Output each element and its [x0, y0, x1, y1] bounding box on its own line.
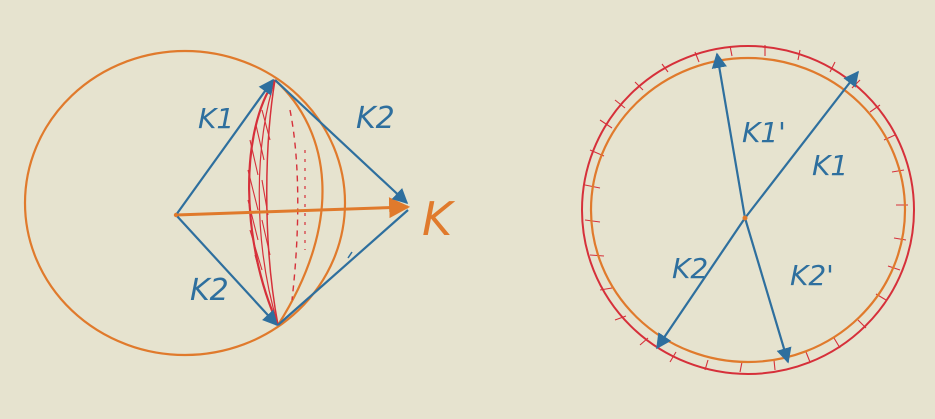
- k2-right-vector: [274, 79, 409, 205]
- left-center-dot: [173, 212, 179, 218]
- k2-vector: [656, 217, 746, 350]
- label-k2-prime: K2': [790, 259, 834, 292]
- left-tick-mark: [347, 251, 353, 259]
- k1-vector: [175, 78, 274, 216]
- left-diagram: K1 K2 K2 K: [23, 49, 456, 357]
- K-vector: [175, 197, 411, 219]
- label-k2-bottom: K2: [190, 273, 229, 308]
- label-k2-right: K2: [356, 101, 395, 136]
- red-hatch-ring: [584, 45, 908, 373]
- right-blue-vectors: [656, 52, 859, 364]
- k2-prime-vector: [743, 217, 792, 364]
- k1-prime-vector: [711, 52, 747, 219]
- k1-vector: [744, 70, 859, 219]
- right-diagram: K1' K1 K2 K2': [581, 45, 915, 375]
- left-sphere-outline: [23, 49, 347, 357]
- label-K: K: [422, 192, 456, 246]
- label-k1: K1: [812, 149, 848, 182]
- label-k1-prime: K1': [742, 116, 786, 149]
- right-center-dot: [742, 215, 748, 221]
- k2-bottom-vector: [175, 214, 279, 327]
- right-arc: [274, 79, 324, 326]
- k1-lower-vector: [277, 209, 409, 326]
- right-sphere-outline: [589, 56, 907, 364]
- red-lens-region: [247, 79, 306, 326]
- left-blue-vectors: [175, 78, 409, 327]
- outer-red-ring: [581, 45, 915, 375]
- label-k2: K2: [672, 252, 708, 285]
- label-k1: K1: [198, 102, 234, 135]
